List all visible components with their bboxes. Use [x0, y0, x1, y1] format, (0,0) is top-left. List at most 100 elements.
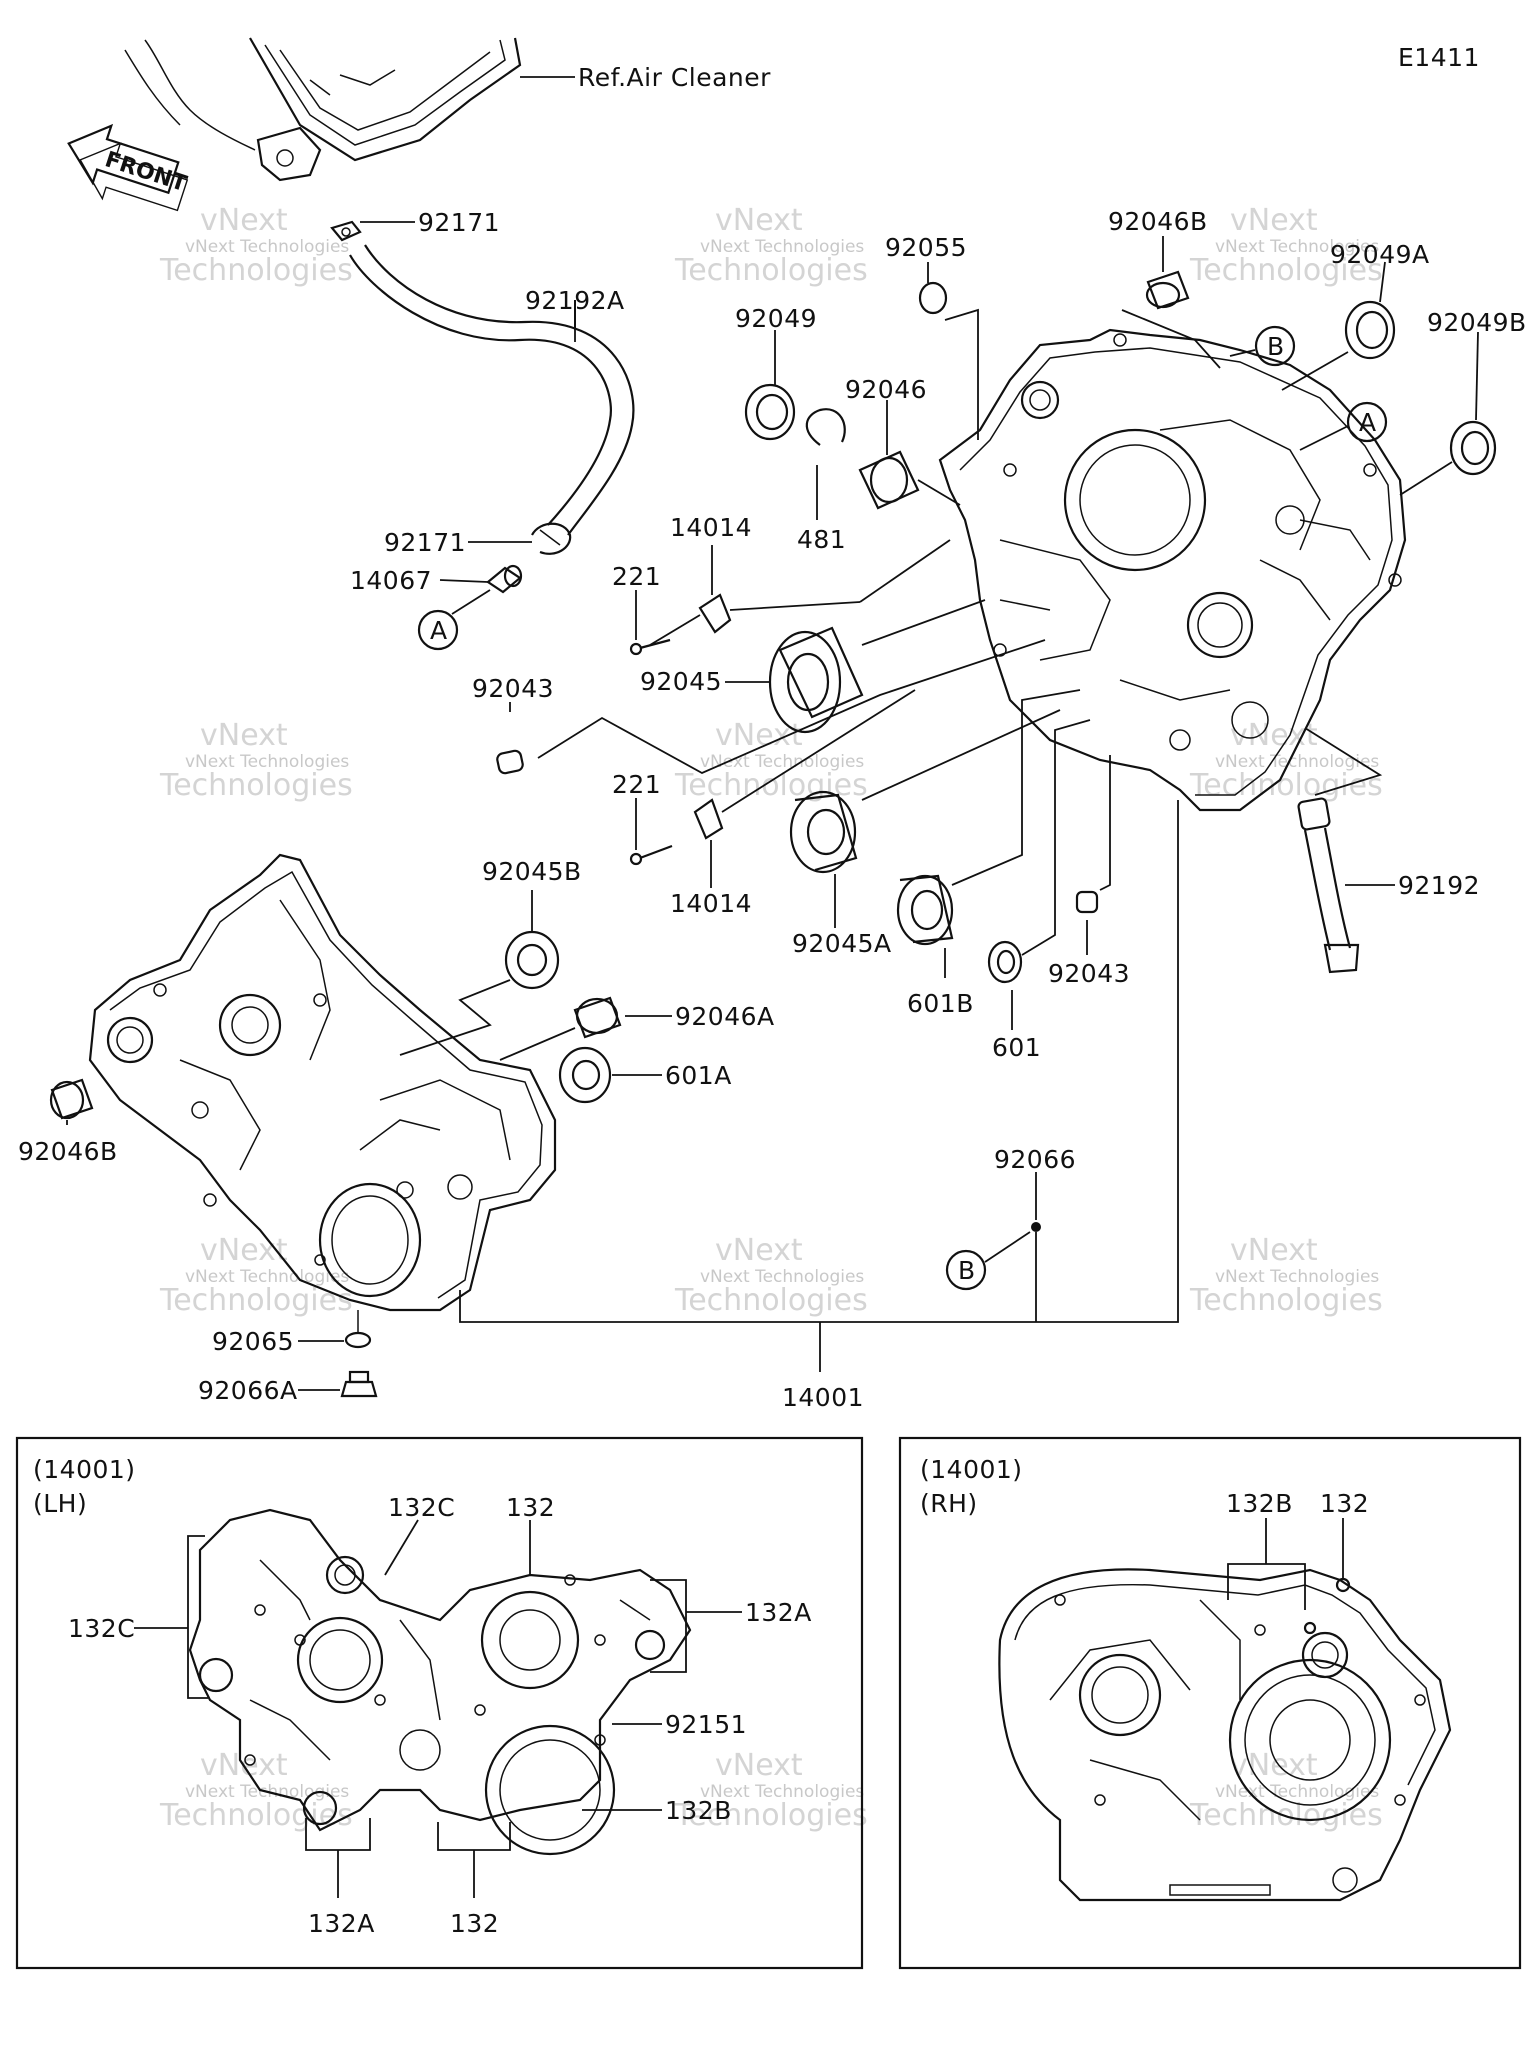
callout-92045B: 92045B [482, 857, 582, 886]
watermark-text: Technologies [1189, 1283, 1383, 1318]
watermark-text: vNext [1230, 1233, 1318, 1268]
leader-line [984, 1231, 1031, 1263]
leader-line [1229, 349, 1256, 357]
callout-92171: 92171 [384, 528, 466, 557]
leader-line [499, 1027, 576, 1061]
callout-14067: 14067 [350, 566, 432, 595]
watermark-text: vNext [1230, 718, 1318, 753]
callout-14014: 14014 [670, 889, 752, 918]
callout-92046: 92046 [845, 375, 927, 404]
watermark-text: vNext [1230, 203, 1318, 238]
leader-line [649, 614, 701, 646]
watermark-text: Technologies [674, 253, 868, 288]
callout-132C: 132C [388, 1493, 455, 1522]
breather-hose-92192A [349, 244, 635, 536]
ball-bearing-92045B [504, 930, 560, 990]
watermark-text: vNext [1230, 1748, 1318, 1783]
oil-seal-92049B [1449, 420, 1497, 476]
watermark-text: Technologies [674, 1283, 868, 1318]
watermark-text: vNext Technologies [185, 1267, 349, 1287]
ball-bearing-601B [896, 874, 954, 946]
hose-92192 [1297, 797, 1360, 974]
ball-bearing-92045A [789, 790, 858, 874]
watermark-text: vNext [200, 1233, 288, 1268]
callout-132A: 132A [745, 1598, 812, 1627]
callout-601B: 601B [907, 989, 974, 1018]
leader-line [861, 599, 986, 646]
watermark-text: vNext Technologies [1215, 1267, 1379, 1287]
watermark-text: Technologies [159, 768, 353, 803]
callout-14014: 14014 [670, 513, 752, 542]
leader-line [384, 1519, 419, 1576]
front-arrow-icon: FRONT [67, 123, 190, 212]
callout-132: 132 [1320, 1489, 1369, 1518]
watermark-text: Technologies [159, 253, 353, 288]
callout-92049B: 92049B [1427, 308, 1527, 337]
leader-line [1304, 727, 1383, 796]
watermark-text: Technologies [674, 768, 868, 803]
washer-92065 [344, 1331, 372, 1349]
fitting-14067 [486, 564, 523, 594]
needle-bearing-92046B [49, 1078, 94, 1120]
callout-221: 221 [612, 562, 661, 591]
watermark-text: Technologies [674, 1798, 868, 1833]
leader-line [1281, 351, 1349, 391]
leader-line [1099, 755, 1111, 891]
callout-14001: 14001 [782, 1383, 864, 1412]
leader-line [951, 689, 1081, 886]
ball-bearing-92045 [768, 626, 864, 734]
callout-132A: 132A [308, 1909, 375, 1938]
callout-92049A: 92049A [1330, 240, 1430, 269]
screw-221 [629, 638, 671, 656]
crankcase-left-half [88, 853, 557, 1312]
ref-marker-label: B [958, 1256, 976, 1285]
leader-line [537, 639, 1046, 775]
leader-line [1299, 425, 1349, 451]
plug-92066 [1031, 1222, 1041, 1232]
watermark-text: vNext Technologies [185, 752, 349, 772]
air-cleaner-ref [124, 37, 522, 182]
callout-92043: 92043 [472, 674, 554, 703]
crankcase-right-half [938, 328, 1407, 812]
oil-seal-92049 [744, 383, 796, 441]
bracket-132-bottom [437, 1822, 511, 1851]
callout-132: 132 [506, 1493, 555, 1522]
callout-132B: 132B [1226, 1489, 1293, 1518]
callout-92045A: 92045A [792, 929, 892, 958]
leader-line [1399, 461, 1453, 496]
oil-seal-92049A [1344, 300, 1396, 360]
watermark-text: vNext [715, 203, 803, 238]
callout-601: 601 [992, 1033, 1041, 1062]
ref-air-cleaner-label: Ref.Air Cleaner [578, 63, 771, 92]
clamp-92171-low [531, 522, 572, 555]
callout-92043: 92043 [1048, 959, 1130, 988]
diagram-code: E1411 [1398, 43, 1480, 72]
watermark-text: vNext [200, 203, 288, 238]
leader-line [439, 579, 489, 583]
ref-marker-A [1346, 401, 1388, 443]
ball-bearing-601A [558, 1046, 612, 1104]
callout-92046B: 92046B [1108, 207, 1208, 236]
watermark-text: vNext Technologies [700, 1267, 864, 1287]
watermark-text: Technologies [1189, 768, 1383, 803]
bracket-132A-right [650, 1579, 687, 1673]
leader-line [729, 601, 861, 611]
watermark-text: vNext Technologies [185, 237, 349, 257]
leader-line [451, 589, 491, 615]
callout-132B: 132B [665, 1796, 732, 1825]
callout-92046B: 92046B [18, 1137, 118, 1166]
watermark-text: Technologies [1189, 253, 1383, 288]
leader-line [859, 539, 951, 603]
callout-92151: 92151 [665, 1710, 747, 1739]
callout-92065: 92065 [212, 1327, 294, 1356]
ref-marker-A [417, 609, 459, 651]
bracket-132C-left [187, 1535, 208, 1699]
leader-line [861, 709, 1061, 801]
leader-line [1021, 719, 1091, 956]
inset-rh-frame [898, 1436, 1522, 1970]
leader-line [399, 979, 511, 1056]
inset-lh-ref: (14001) [33, 1455, 136, 1484]
clamp-92171-top [330, 220, 362, 242]
